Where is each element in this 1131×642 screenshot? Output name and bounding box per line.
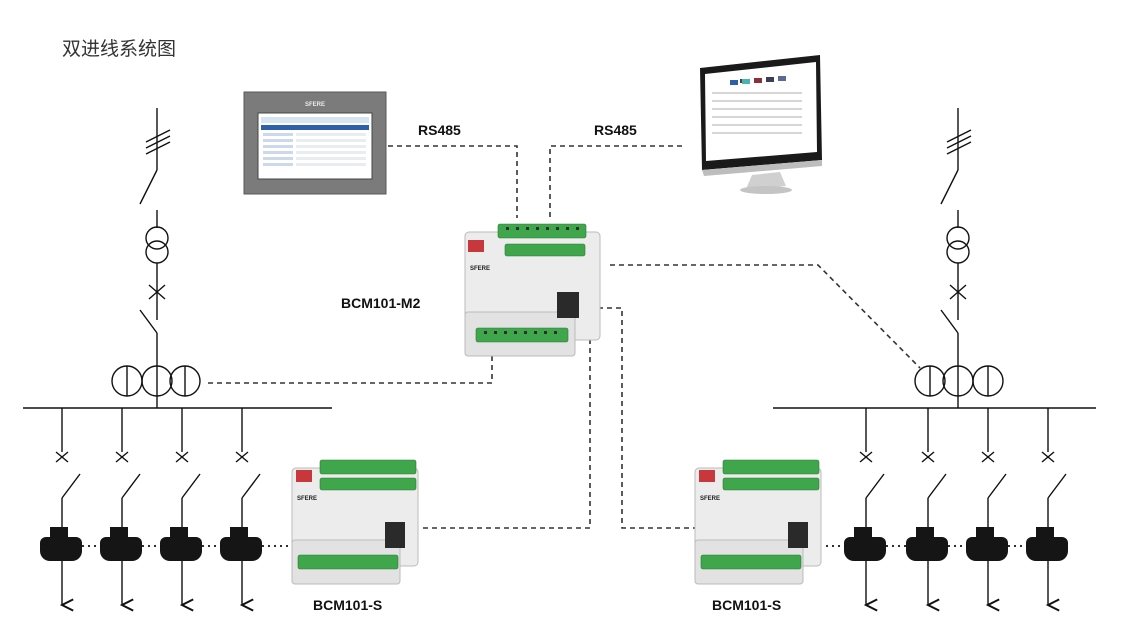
link-right-ct [610,264,921,369]
branch-3 [981,408,1007,612]
current-sensor-icon [160,527,202,561]
rs485-link-pc [549,145,682,218]
branch-1 [859,408,885,612]
master-device-label: BCM101-M2 [341,295,421,311]
branch-1 [55,408,81,612]
current-sensor-icon [966,527,1008,561]
current-sensor-icon [100,527,142,561]
link-left-ct [208,352,493,384]
page-title: 双进线系统图 [62,38,177,60]
branch-2 [115,408,141,612]
device-brand: SFERE [470,266,490,272]
slave-left-label: BCM101-S [313,597,383,613]
branch-2 [921,408,947,612]
current-sensor-icon [220,527,262,561]
hmi-touchscreen: SFERE [243,91,387,195]
branch-4 [1041,408,1067,612]
right-current-sensors [826,527,1068,561]
branch-4 [235,408,261,612]
right-branches [859,408,1067,612]
slave-device-left: SFERE [291,459,419,585]
left-feeder [23,108,332,409]
left-branches [55,408,261,612]
current-sensor-icon [844,527,886,561]
device-brand: SFERE [700,496,720,502]
branch-3 [175,408,201,612]
rs485-link-hmi [388,145,518,218]
hmi-brand: SFERE [305,102,325,108]
rs485-label-left: RS485 [418,122,461,138]
current-sensor-icon [1026,527,1068,561]
rs485-label-right: RS485 [594,122,637,138]
device-brand: SFERE [297,496,317,502]
current-sensor-icon [906,527,948,561]
link-slave-left [422,312,591,529]
current-sensor-icon [40,527,82,561]
left-current-sensors [40,527,292,561]
slave-device-right: SFERE [694,459,822,585]
slave-right-label: BCM101-S [712,597,782,613]
master-device: SFERE [464,223,601,357]
right-feeder [773,108,1096,409]
link-slave-right [598,307,700,529]
pc-monitor [700,55,822,194]
comm-links [208,145,921,529]
